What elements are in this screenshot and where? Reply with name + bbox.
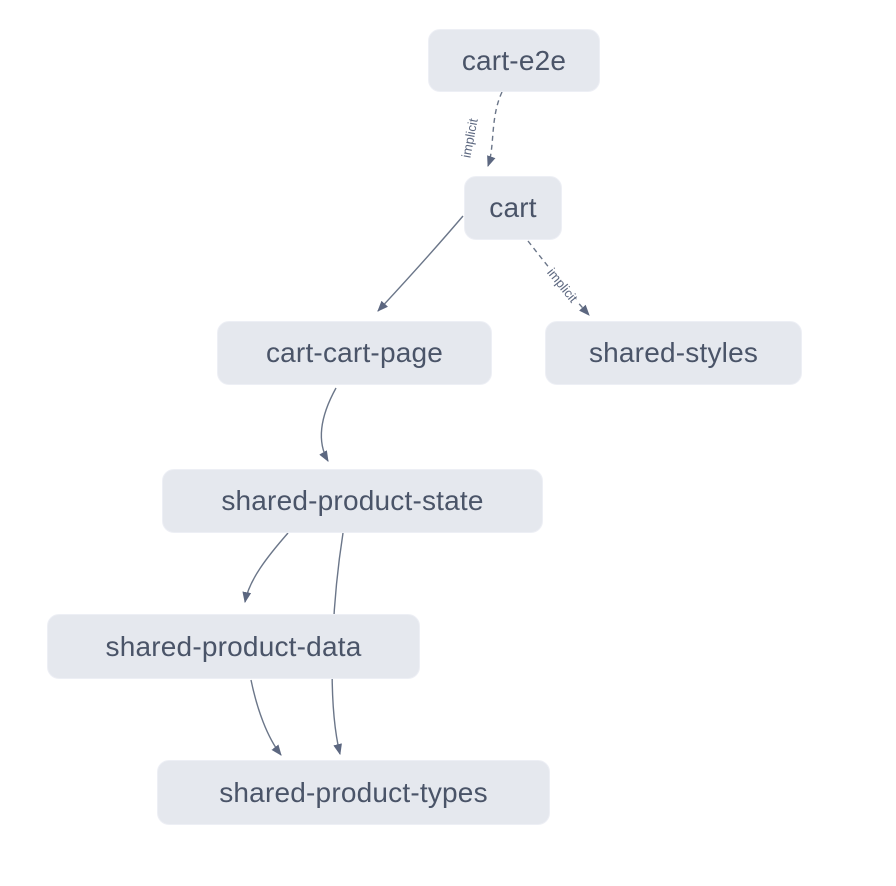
node-label: shared-product-data	[105, 630, 362, 662]
edge-cart-cart-page-to-shared-product-state[interactable]	[319, 387, 337, 462]
edge-cart-to-cart-cart-page[interactable]	[377, 215, 464, 312]
node-label: cart	[489, 192, 537, 223]
graph-node-cart[interactable]: cart	[464, 176, 562, 240]
node-label: cart-e2e	[461, 44, 567, 76]
graph-node-cart-e2e[interactable]: cart-e2e	[428, 29, 600, 92]
node-label: cart-cart-page	[265, 337, 444, 368]
edge-shared-product-state-to-shared-product-data[interactable]	[242, 532, 289, 604]
graph-node-shared-product-state[interactable]: shared-product-state	[162, 469, 543, 533]
edge-cart-e2e-to-cart[interactable]	[487, 91, 503, 168]
edge-label-implicit: implicit	[544, 265, 581, 306]
graph-node-shared-product-types[interactable]: shared-product-types	[157, 760, 550, 825]
edge-cart-to-shared-styles[interactable]	[527, 240, 590, 316]
node-label: shared-product-state	[221, 485, 484, 516]
edge-label-implicit: implicit	[458, 117, 480, 159]
node-label: shared-styles	[588, 337, 759, 368]
edge-shared-product-data-to-shared-product-types[interactable]	[250, 679, 282, 756]
graph-node-shared-styles[interactable]: shared-styles	[545, 321, 802, 385]
node-label: shared-product-types	[219, 776, 488, 808]
graph-node-shared-product-data[interactable]: shared-product-data	[47, 614, 420, 679]
graph-node-cart-cart-page[interactable]: cart-cart-page	[217, 321, 492, 385]
